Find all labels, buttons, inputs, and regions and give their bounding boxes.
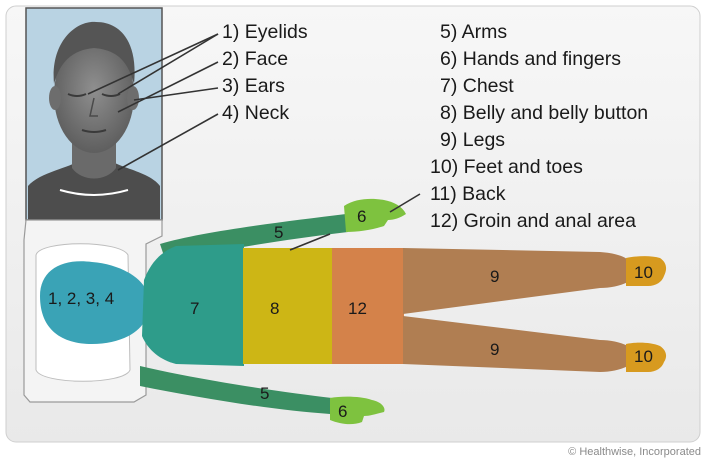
label-groin: 12 bbox=[348, 299, 367, 318]
legend-item-arms: 5) Arms bbox=[440, 21, 507, 43]
legend-item-chest: 7) Chest bbox=[440, 75, 514, 97]
label-belly: 8 bbox=[270, 299, 279, 318]
legend-item-ears: 3) Ears bbox=[222, 75, 285, 97]
label-foot-lower: 10 bbox=[634, 347, 653, 366]
legend-item-face: 2) Face bbox=[222, 48, 288, 70]
label-head: 1, 2, 3, 4 bbox=[48, 289, 114, 308]
label-chest: 7 bbox=[190, 299, 199, 318]
legend-item-back: 11) Back bbox=[430, 183, 506, 205]
label-leg-upper: 9 bbox=[490, 267, 499, 286]
legend-item-neck: 4) Neck bbox=[222, 102, 289, 124]
label-hand-upper: 6 bbox=[357, 207, 366, 226]
label-arm-upper: 5 bbox=[274, 223, 283, 242]
label-arm-lower: 5 bbox=[260, 384, 269, 403]
region-groin bbox=[332, 248, 404, 364]
label-leg-lower: 9 bbox=[490, 340, 499, 359]
credit-text: © Healthwise, Incorporated bbox=[568, 446, 701, 458]
legend-item-legs: 9) Legs bbox=[440, 129, 505, 151]
face-inset bbox=[26, 8, 162, 220]
legend-item-belly: 8) Belly and belly button bbox=[440, 102, 648, 124]
legend-item-feet: 10) Feet and toes bbox=[430, 156, 583, 178]
legend-item-eyelids: 1) Eyelids bbox=[222, 21, 308, 43]
region-belly bbox=[243, 248, 333, 364]
legend-item-hands: 6) Hands and fingers bbox=[440, 48, 621, 70]
label-hand-lower: 6 bbox=[338, 402, 347, 421]
legend-item-groin: 12) Groin and anal area bbox=[430, 210, 636, 232]
label-foot-upper: 10 bbox=[634, 263, 653, 282]
